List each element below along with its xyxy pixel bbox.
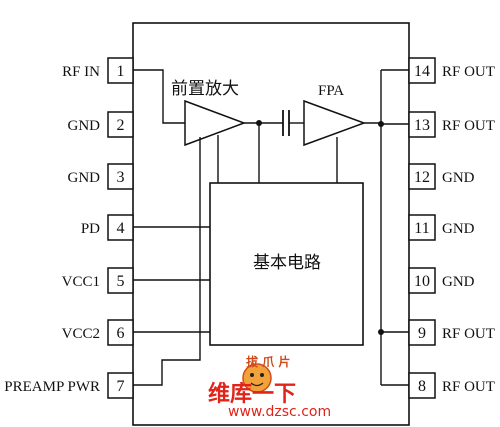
basic-circuit-block [209,182,364,346]
pin-12-number: 12 [414,169,430,186]
pin-8-label: RF OUT [442,379,495,395]
pin-3-number: 3 [117,169,125,186]
pin-7-box [107,372,134,399]
pin-1-label: RF IN [62,64,100,80]
pin-6-label: VCC2 [62,326,100,342]
fpa-triangle-icon [303,99,367,147]
coupling-capacitor-icon [282,110,290,136]
preamp-triangle-icon [184,99,247,147]
pin-10: 10 GND [408,267,475,294]
pin-3-box [107,163,134,190]
pin-2-label: GND [68,118,101,134]
pin-2-number: 2 [117,117,125,134]
pin-5-label: VCC1 [62,274,100,290]
pin-8-box [408,372,436,399]
pin-10-box [408,267,436,294]
pin-4: 4 PD [81,214,134,241]
pin-3-label: GND [68,170,101,186]
watermark-tag: 拔 爪 片 [246,354,290,369]
pin-9-number: 9 [418,325,426,342]
pin-3: 3 GND [68,163,134,190]
watermark-logo: 拔 爪 片 维库一下 www.dzsc.com [208,354,331,420]
pin-12-label: GND [442,170,475,186]
pin-14-number: 14 [414,63,430,80]
pin-13-label: RF OUT [442,118,495,134]
pin-14-label: RF OUT [442,64,495,80]
pin-12: 12 GND [408,163,475,190]
pin-5: 5 VCC1 [62,267,134,294]
pin-11-label: GND [442,221,475,237]
pin-8: 8 RF OUT [408,372,495,399]
pin-6: 6 VCC2 [62,319,134,346]
left-pin-row: 1 RF IN 2 GND 3 GND 4 PD 5 VCC1 [4,57,134,399]
pin-13-number: 13 [414,117,430,134]
pin-4-number: 4 [117,220,125,237]
pin-2: 2 GND [68,111,134,138]
pin-7: 7 PREAMP PWR [4,372,134,399]
pin-1-number: 1 [117,63,125,80]
pin-7-number: 7 [117,378,125,395]
pin-9-label: RF OUT [442,326,495,342]
fpa-label: FPA [318,83,344,99]
pin-9: 9 RF OUT [408,319,495,346]
pin-11-box [408,214,436,241]
pin-14: 14 RF OUT [408,57,495,84]
pin-11-number: 11 [414,220,429,237]
pin-12-box [408,163,436,190]
pin-1: 1 RF IN [62,57,134,84]
watermark-mascot-icon [242,363,272,393]
pin-5-box [107,267,134,294]
pin-1-box [107,57,134,84]
pin-13: 13 RF OUT [408,111,495,138]
pin-10-number: 10 [414,273,430,290]
pin-6-box [107,319,134,346]
pin-5-number: 5 [117,273,125,290]
basic-circuit-label: 基本电路 [253,253,321,273]
watermark-brand: 维库一下 [208,381,296,407]
preamp-label: 前置放大 [171,79,239,99]
pin-10-label: GND [442,274,475,290]
right-pin-row: 14 RF OUT 13 RF OUT 12 GND 11 GND 10 GND [408,57,495,399]
pin-11: 11 GND [408,214,475,241]
watermark-url: www.dzsc.com [228,404,331,420]
pin-6-number: 6 [117,325,125,342]
pin-4-box [107,214,134,241]
pin-7-label: PREAMP PWR [4,379,100,395]
pin-8-number: 8 [418,378,426,395]
pin-2-box [107,111,134,138]
junction-dots [256,120,384,335]
pin-4-label: PD [81,221,100,237]
